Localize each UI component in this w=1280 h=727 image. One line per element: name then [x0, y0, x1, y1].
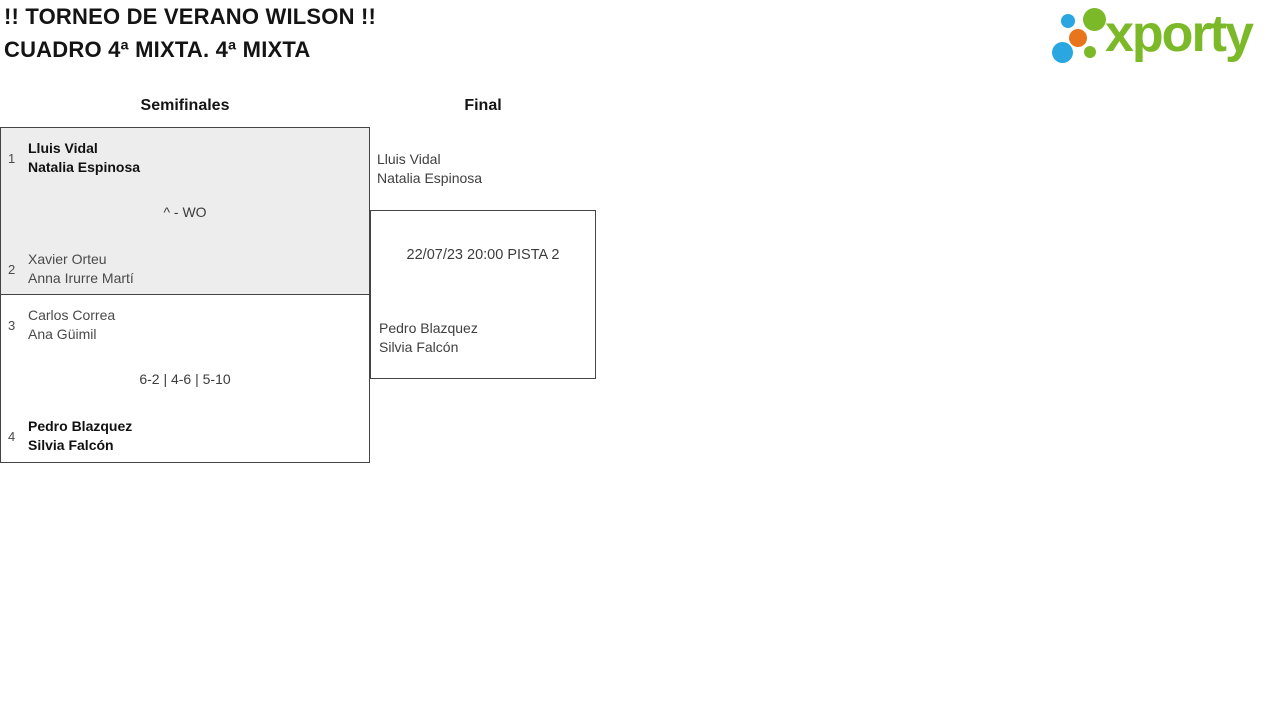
logo-dot-green-large-icon	[1083, 8, 1106, 31]
player-name: Natalia Espinosa	[377, 170, 483, 186]
seed-number: 4	[8, 428, 16, 444]
match-score: ^ - WO	[163, 204, 207, 220]
player-name: Silvia Falcón	[379, 339, 459, 355]
round-label-semifinals: Semifinales	[140, 97, 230, 114]
player-name: Lluis Vidal	[28, 140, 98, 156]
logo-dot-blue-small-icon	[1061, 14, 1075, 28]
final-team-2: Pedro Blazquez Silvia Falcón	[379, 319, 478, 357]
logo-dot-blue-large-icon	[1052, 42, 1073, 63]
player-name: Carlos Correa	[28, 307, 116, 323]
team-players: Carlos Correa Ana Güimil	[22, 306, 115, 344]
tournament-title: !! TORNEO DE VERANO WILSON !!	[4, 4, 377, 29]
match-score: 6-2 | 4-6 | 5-10	[139, 371, 231, 387]
semifinal-match-2[interactable]: 3 Carlos Correa Ana Güimil 6-2 | 4-6 | 5…	[0, 294, 370, 463]
team-row: 3 Carlos Correa Ana Güimil	[1, 306, 115, 344]
logo-dot-green-small-icon	[1084, 46, 1096, 58]
team-players: Pedro Blazquez Silvia Falcón	[22, 417, 132, 455]
seed-number: 1	[8, 150, 16, 166]
player-name: Anna Irurre Martí	[28, 270, 134, 286]
player-name: Silvia Falcón	[28, 437, 114, 453]
seed-number: 3	[8, 317, 16, 333]
team-players: Xavier Orteu Anna Irurre Martí	[22, 250, 134, 288]
xporty-logo: xporty	[1042, 2, 1280, 74]
final-match[interactable]: 22/07/23 20:00 PISTA 2 Pedro Blazquez Si…	[370, 210, 596, 379]
player-name: Xavier Orteu	[28, 251, 107, 267]
team-row: 2 Xavier Orteu Anna Irurre Martí	[1, 250, 134, 288]
logo-dot-orange-icon	[1069, 29, 1087, 47]
player-name: Pedro Blazquez	[28, 418, 133, 434]
match-schedule: 22/07/23 20:00 PISTA 2	[406, 247, 560, 263]
player-name: Natalia Espinosa	[28, 159, 141, 175]
semifinal-match-1[interactable]: 1 Lluis Vidal Natalia Espinosa ^ - WO 2 …	[0, 127, 370, 295]
final-team-1: Lluis Vidal Natalia Espinosa	[377, 150, 482, 188]
logo-wordmark: xporty	[1105, 5, 1254, 63]
team-row: 1 Lluis Vidal Natalia Espinosa	[1, 139, 140, 177]
seed-number: 2	[8, 261, 16, 277]
round-label-final: Final	[464, 97, 502, 114]
bracket-subtitle: CUADRO 4ª MIXTA. 4ª MIXTA	[4, 37, 311, 62]
player-name: Pedro Blazquez	[379, 320, 478, 336]
team-players: Lluis Vidal Natalia Espinosa	[22, 139, 140, 177]
team-row: 4 Pedro Blazquez Silvia Falcón	[1, 417, 132, 455]
player-name: Lluis Vidal	[377, 151, 441, 167]
player-name: Ana Güimil	[28, 326, 97, 342]
